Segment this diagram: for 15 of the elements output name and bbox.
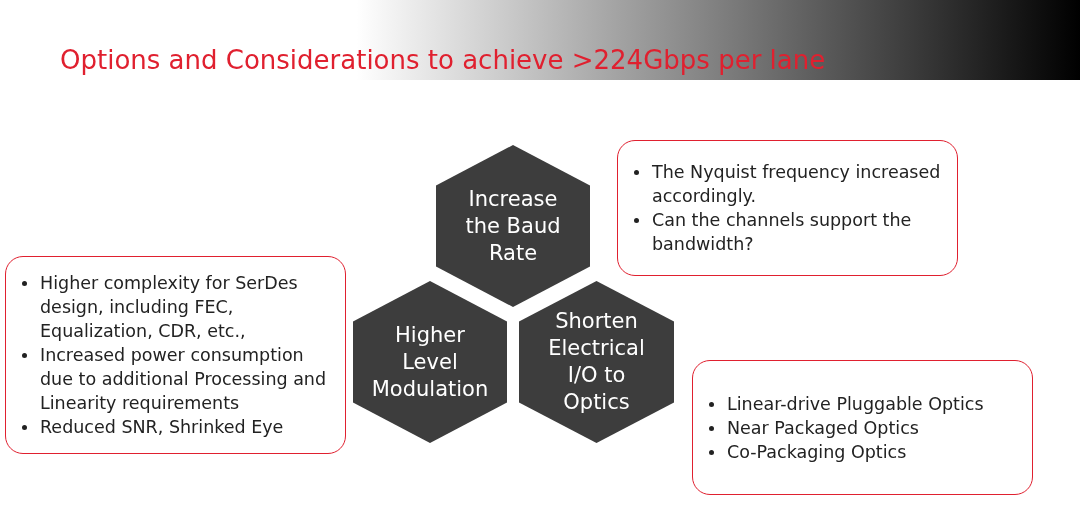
bullet-text: Reduced SNR, Shrinked Eye [40, 417, 284, 437]
slide-title: Options and Considerations to achieve >224Gbps per lane [60, 45, 826, 75]
bullet-text: Increased power consumption due to additional Processing and Linearity requirements [40, 345, 327, 413]
callout-box [5, 256, 346, 454]
callout-box [617, 140, 958, 276]
bullet-text: Near Packaged Optics [727, 417, 919, 438]
bullet-text: Can the channels support the bandwidth? [652, 210, 912, 254]
bullet-text: The Nyquist frequency increased accordingly. [652, 162, 941, 206]
hexagon-label: Shorten Electrical I/O to Optics [547, 308, 646, 416]
bullet-text: Linear-drive Pluggable Optics [727, 393, 984, 414]
bullet-text: Co-Packaging Optics [727, 441, 907, 462]
hexagon-label: Increase the Baud Rate [464, 185, 562, 267]
hexagon-label: Higher Level Modulation [371, 321, 489, 403]
bullet-text: Higher complexity for SerDes design, including FEC, Equalization, CDR, etc., [40, 273, 298, 341]
callout-box [692, 360, 1033, 495]
